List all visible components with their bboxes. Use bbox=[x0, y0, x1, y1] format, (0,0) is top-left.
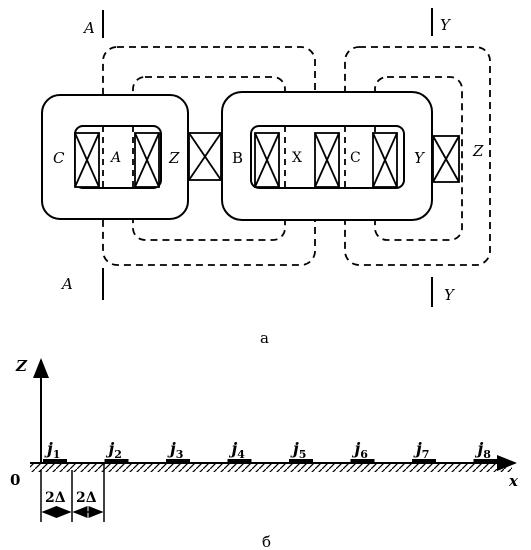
caption-a: а bbox=[260, 329, 269, 347]
coil-left-1 bbox=[74, 132, 100, 188]
terminal-label-right-bottom: Y bbox=[444, 286, 456, 304]
current-label-j5: j5 bbox=[290, 439, 306, 461]
terminal-label-right-top: Y bbox=[440, 16, 452, 34]
current-label-j1: j1 bbox=[44, 439, 60, 461]
conductor-strip bbox=[104, 459, 129, 463]
terminal-label-left-top: A bbox=[82, 19, 95, 37]
x-axis-label: x bbox=[508, 472, 519, 490]
figure-b: Z x 0 2Δ 2Δ j1 j2 j3 j4 j5 j6 j7 j8 б bbox=[10, 357, 519, 550]
current-labels: j1 j2 j3 j4 j5 j6 j7 j8 bbox=[44, 439, 491, 461]
conductor-strip bbox=[289, 459, 313, 463]
origin-label: 0 bbox=[10, 471, 20, 489]
coils bbox=[74, 132, 460, 188]
terminal-label-left-bottom: A bbox=[60, 275, 73, 293]
current-label-j8: j8 bbox=[475, 439, 492, 461]
right-core-label-x: X bbox=[292, 150, 302, 166]
current-label-j7: j7 bbox=[413, 439, 429, 461]
right-core-label-c: C bbox=[350, 150, 361, 166]
right-core-label-z: Z bbox=[472, 142, 484, 160]
conductor-strip bbox=[227, 459, 252, 463]
conductor-strip bbox=[166, 459, 190, 463]
conductor-strip bbox=[412, 459, 436, 463]
conductor-strip bbox=[43, 459, 67, 463]
z-axis-label: Z bbox=[15, 357, 28, 375]
figure-a: A A Y Y C A Z B X C Y Z а bbox=[41, 8, 491, 347]
current-label-j6: j6 bbox=[352, 439, 369, 461]
current-label-j4: j4 bbox=[229, 439, 246, 461]
conductor-strip bbox=[350, 459, 375, 463]
conductor-strip bbox=[473, 459, 498, 463]
left-core-label-z: Z bbox=[168, 149, 180, 167]
current-label-j2: j2 bbox=[106, 439, 122, 461]
right-core-label-y: Y bbox=[414, 149, 426, 167]
dim-label-1: 2Δ bbox=[45, 490, 66, 506]
right-core-label-b: B bbox=[232, 149, 243, 167]
left-core-label-c: C bbox=[53, 149, 65, 167]
coil-right-1 bbox=[254, 132, 280, 188]
coil-right-2 bbox=[314, 132, 340, 188]
ground-hatch bbox=[30, 463, 512, 472]
left-core-label-a: A bbox=[109, 150, 121, 166]
dim-label-2: 2Δ bbox=[76, 490, 97, 506]
caption-b: б bbox=[262, 533, 271, 550]
winding-path-outer-right bbox=[344, 46, 491, 266]
conductor-strips bbox=[43, 459, 498, 463]
coil-right-3 bbox=[372, 132, 398, 188]
current-label-j3: j3 bbox=[167, 439, 183, 461]
coil-bridge bbox=[188, 132, 222, 181]
coil-right-outer bbox=[432, 135, 460, 183]
coil-left-2 bbox=[134, 132, 160, 188]
